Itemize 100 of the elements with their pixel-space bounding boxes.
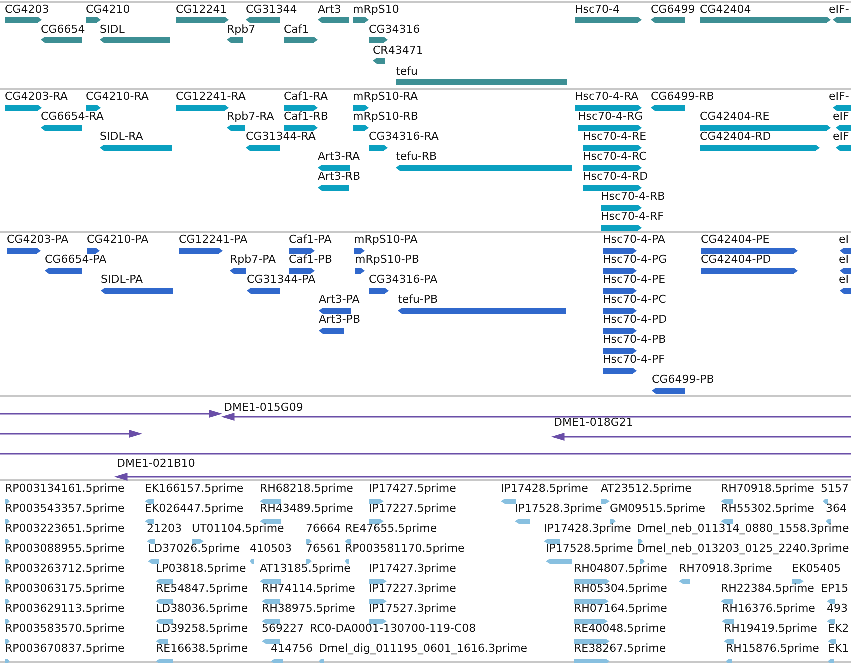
feature-label: Art3 (318, 3, 342, 16)
feature-label: Hsc70-4-PC (603, 293, 666, 306)
feature-label: RH16376.5prime (722, 602, 816, 615)
feature-label: CG12241-PA (179, 233, 248, 246)
feature-label: 414756 (271, 642, 313, 655)
feature-label: RH38975.5prime (262, 602, 356, 615)
feature-label: Rpb7-RA (227, 110, 274, 123)
feature-label: 410503 (250, 542, 292, 555)
feature-label: CG34316 (369, 23, 420, 36)
feature-label: eI (839, 253, 850, 266)
feature-label: LD37026.5prime (148, 542, 240, 555)
feature-label: CG4210-PA (87, 233, 149, 246)
feature-label: mRpS10-PB (355, 253, 420, 266)
feature-label: RE38267.5prime (574, 642, 666, 655)
feature-label: Caf1 (284, 23, 310, 36)
feature-label: CG42404-RD (700, 130, 772, 143)
feature-label: eIF- (829, 3, 850, 16)
feature-label: Hsc70-4-RD (583, 170, 648, 183)
feature-label: IP17227.3prime (369, 582, 456, 595)
feature-label: UT01104.5prime (192, 522, 284, 535)
feature-label: tefu-RB (396, 150, 438, 163)
feature-label: LD39258.5prime (156, 622, 248, 635)
feature-label: mRpS10 (353, 3, 400, 16)
feature-label: 364 (826, 502, 847, 515)
feature-label: DME1-018G21 (554, 416, 634, 429)
feature-label: CG6654-PA (45, 253, 107, 266)
feature-label: 76561 (306, 542, 341, 555)
feature-label: Caf1-RB (284, 110, 328, 123)
feature-label: mRpS10-RB (353, 110, 418, 123)
feature-label: LP03818.5prime (156, 562, 246, 575)
feature-label: RC0-DA0001-130700-119-C08 (310, 622, 476, 635)
feature-label: RP003629113.5prime (5, 602, 125, 615)
feature-label: Dmel_neb_011314_0880_1558.3prime (637, 522, 850, 535)
feature-label: Rpb7 (227, 23, 256, 36)
feature-label: CR43471 (373, 44, 424, 57)
feature-label: IP17427.5prime (369, 482, 456, 495)
feature-label: CG34316-PA (369, 273, 438, 286)
feature-label: RH55302.5prime (721, 502, 814, 515)
feature-label: Caf1-RA (284, 90, 328, 103)
feature-label: CG42404-RE (700, 110, 770, 123)
feature-label: RE16638.5prime (156, 642, 248, 655)
feature-label: DME1-021B10 (117, 457, 196, 470)
feature-label: RE47655.5prime (345, 522, 438, 535)
feature-label: 76664 (306, 522, 341, 535)
feature-label: Hsc70-4-RB (601, 190, 666, 203)
feature-label: Hsc70-4-PA (603, 233, 666, 246)
feature-label: Art3-PA (319, 293, 360, 306)
feature-label: IP17428.3prime (544, 522, 632, 535)
feature-label: Hsc70-4 (575, 3, 620, 16)
feature-label: tefu-PB (398, 293, 438, 306)
feature-label: DME1-015G09 (224, 401, 304, 414)
feature-label: AT23512.5prime (601, 482, 692, 495)
feature-label: Hsc70-4-RA (575, 90, 639, 103)
feature-label: Rpb7-PA (230, 253, 276, 266)
feature-label: RP003063175.5prime (5, 582, 125, 595)
feature-label: 569227 (262, 622, 304, 635)
feature-label: Art3-RA (318, 150, 360, 163)
feature-label: 5157 (821, 482, 849, 495)
feature-label: RH19419.5prime (724, 622, 818, 635)
feature-label: RH07164.5prime (574, 602, 668, 615)
feature-label: SIDL (100, 23, 125, 36)
feature-label: CG6654 (41, 23, 86, 36)
feature-label: SIDL-PA (101, 273, 144, 286)
feature-label: IP17427.3prime (369, 562, 456, 575)
feature-label: RP003223651.5prime (5, 522, 125, 535)
feature-label: RH05304.5prime (574, 582, 668, 595)
feature-label: EK1 (828, 642, 850, 655)
feature-label: IP17227.5prime (369, 502, 456, 515)
feature-label: CG31344 (246, 3, 298, 16)
feature-label: CG12241-RA (176, 90, 246, 103)
feature-label: CG6499 (651, 3, 696, 16)
feature-label: RE40048.5prime (574, 622, 666, 635)
feature-label: CG6499-PB (652, 373, 714, 386)
feature-label: CG42404-PD (701, 253, 772, 266)
feature-label: RP003670837.5prime (5, 642, 125, 655)
feature-label: EK166157.5prime (145, 482, 244, 495)
feature-label: EK05405 (792, 562, 842, 575)
feature-label: eIF (833, 110, 850, 123)
feature-label: RH74114.5prime (262, 582, 356, 595)
feature-label: AT13185.5prime (260, 562, 351, 575)
feature-label: RH43489.5prime (260, 502, 354, 515)
feature-label: eI (839, 273, 850, 286)
feature-label: RP003134161.5prime (5, 482, 125, 495)
feature-label: CG12241 (176, 3, 228, 16)
feature-label: Hsc70-4-PD (603, 313, 668, 326)
feature-label: RH68218.5prime (260, 482, 354, 495)
feature-label: CG4203-RA (5, 90, 68, 103)
feature-label: IP17527.3prime (369, 602, 456, 615)
feature-label: CG31344-PA (247, 273, 316, 286)
feature-label: tefu (396, 65, 418, 78)
feature-label: Hsc70-4-PB (603, 333, 666, 346)
feature-label: eI (839, 233, 850, 246)
feature-label: RH04807.5prime (574, 562, 668, 575)
feature-label: CG6654-RA (41, 110, 104, 123)
feature-label: EP15 (821, 582, 849, 595)
feature-label: IP17428.5prime (501, 482, 588, 495)
feature-label: RP003263712.5prime (5, 562, 125, 575)
feature-label: RH70918.5prime (721, 482, 814, 495)
feature-label: RH70918.3prime (679, 562, 772, 575)
feature-label: CG4203-PA (7, 233, 69, 246)
